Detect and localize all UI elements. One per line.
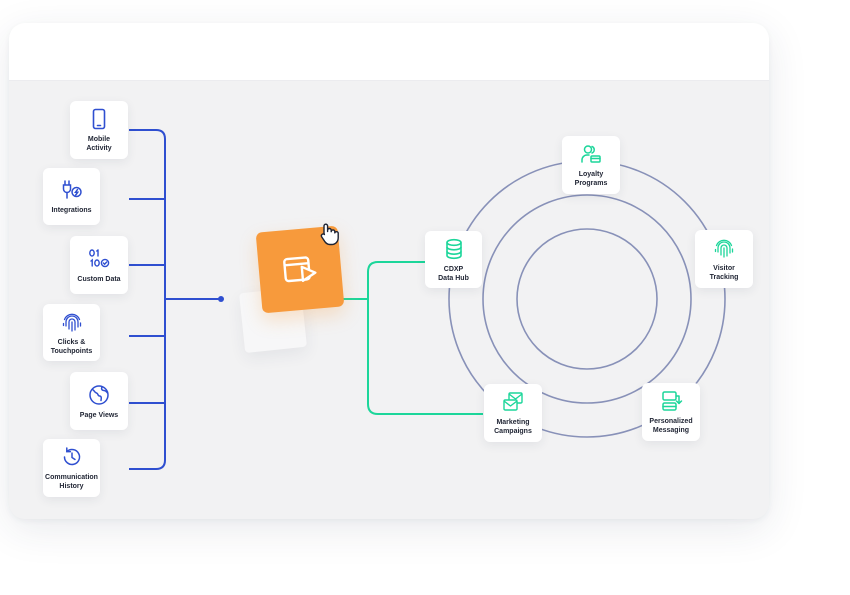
- globe-icon: [89, 384, 109, 405]
- diagram-panel: Mobile Activity Integrations Custom Data…: [9, 23, 769, 519]
- input-connectors: [129, 129, 221, 470]
- output-card-loyalty-programs[interactable]: Loyalty Programs: [562, 136, 620, 194]
- input-card-integrations[interactable]: Integrations: [43, 168, 100, 225]
- input-label: Communication History: [45, 474, 98, 490]
- plug-icon: [62, 180, 82, 199]
- output-label: Loyalty Programs: [574, 171, 608, 187]
- video-window-icon: [283, 255, 317, 282]
- binary-data-icon: [89, 248, 110, 267]
- input-card-clicks-touchpoints[interactable]: Clicks & Touchpoints: [43, 304, 100, 361]
- hand-pointer-icon: [320, 223, 339, 246]
- panel-header: [9, 23, 769, 81]
- fingerprint-icon: [714, 239, 734, 258]
- input-label: Integrations: [51, 207, 92, 214]
- output-label: Personalized Messaging: [649, 418, 693, 434]
- history-icon: [63, 447, 80, 466]
- envelopes-icon: [503, 392, 523, 411]
- output-card-personalized-messaging[interactable]: Personalized Messaging: [642, 383, 700, 441]
- output-card-visitor-tracking[interactable]: Visitor Tracking: [695, 230, 753, 288]
- output-label: Visitor Tracking: [709, 265, 739, 281]
- output-card-marketing-campaigns[interactable]: Marketing Campaigns: [484, 384, 542, 442]
- output-card-cdxp-data-hub[interactable]: CDXP Data Hub: [425, 231, 482, 288]
- message-icon: [662, 391, 683, 411]
- input-label: Custom Data: [77, 275, 121, 283]
- input-card-mobile-activity[interactable]: Mobile Activity: [70, 101, 128, 159]
- input-junction-dot: [218, 296, 224, 302]
- users-icon: [581, 145, 601, 163]
- input-card-custom-data[interactable]: Custom Data: [70, 236, 128, 294]
- input-card-page-views[interactable]: Page Views: [70, 372, 128, 430]
- input-label: Page Views: [79, 411, 119, 419]
- fingerprint-icon: [62, 313, 81, 332]
- output-label: Marketing Campaigns: [494, 419, 532, 435]
- input-card-communication-history[interactable]: Communication History: [43, 439, 100, 497]
- input-label: Clicks & Touchpoints: [50, 338, 93, 355]
- database-icon: [445, 238, 462, 259]
- output-label: CDXP Data Hub: [438, 265, 469, 282]
- central-hub-tile[interactable]: [255, 225, 345, 314]
- mobile-phone-icon: [92, 108, 106, 130]
- input-label: Mobile Activity: [86, 136, 112, 152]
